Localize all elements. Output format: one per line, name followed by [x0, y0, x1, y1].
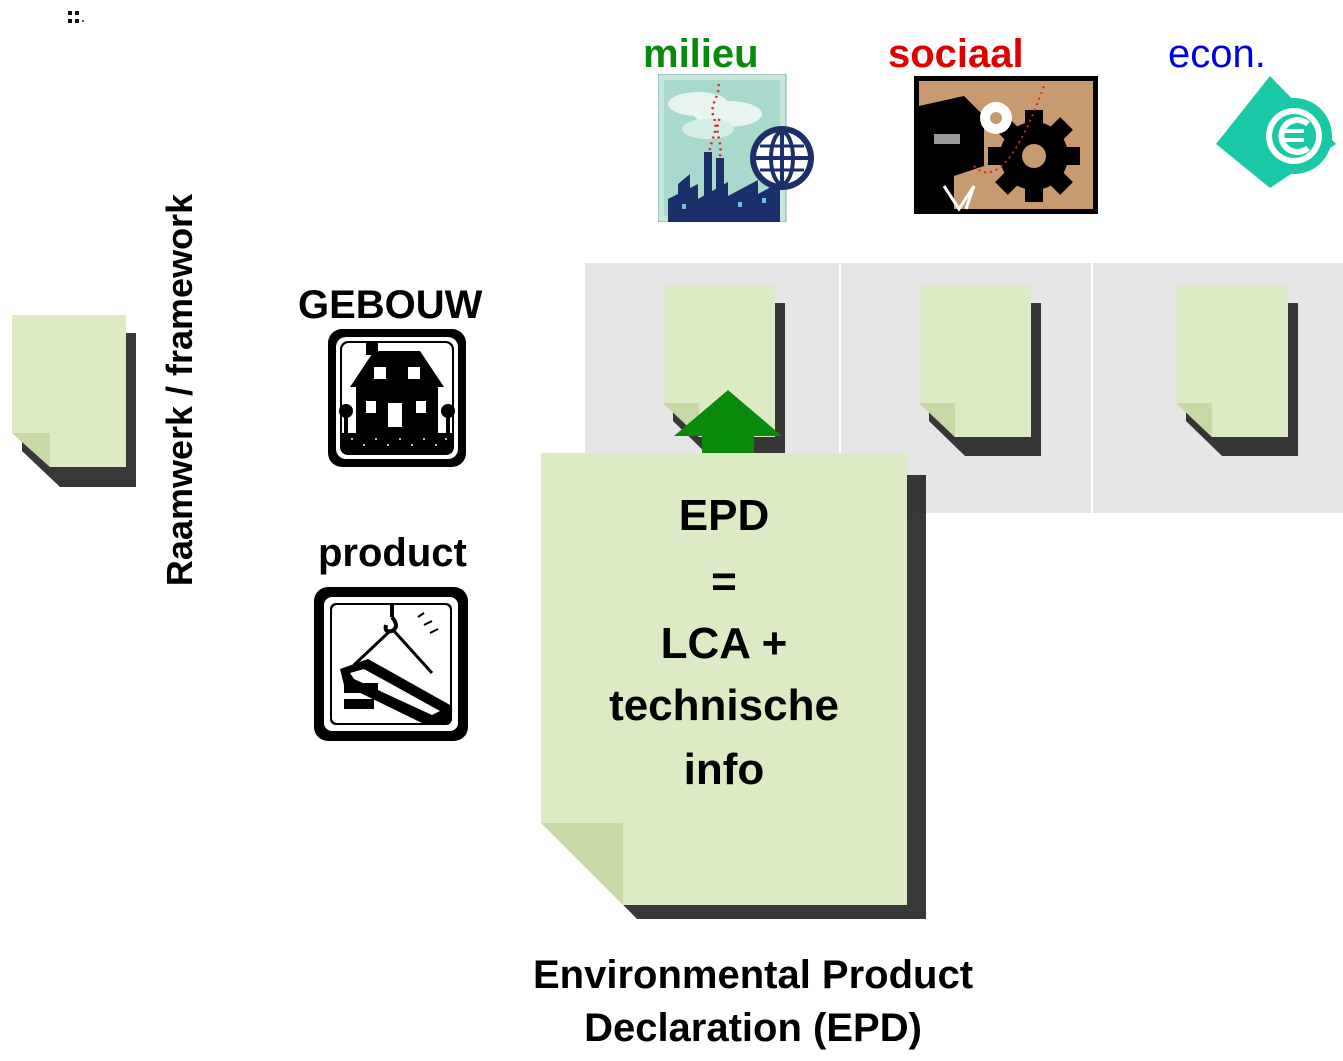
caption-line-2: Declaration (EPD)	[584, 1006, 922, 1050]
corner-mark-icon	[68, 10, 88, 26]
house-icon	[328, 329, 466, 467]
epd-line-2: =	[711, 557, 737, 606]
factory-globe-icon	[657, 73, 816, 223]
product-label: product	[318, 531, 467, 575]
caption-line-1: Environmental Product	[532, 953, 974, 997]
epd-note	[541, 453, 926, 919]
epd-line-3: LCA +	[660, 619, 788, 668]
epd-line-5: info	[683, 745, 765, 794]
header-milieu: milieu	[643, 32, 759, 76]
steel-beam-crane-icon	[314, 587, 468, 741]
person-gears-icon	[914, 76, 1098, 214]
framework-note	[12, 315, 146, 487]
header-econ: econ.	[1168, 32, 1266, 76]
building-label: GEBOUW	[298, 283, 483, 327]
framework-label: Raamwerk / framework	[159, 193, 200, 587]
epd-line-1: EPD	[678, 491, 770, 540]
epd-line-4: technische	[609, 681, 839, 730]
up-arrow-icon	[674, 390, 782, 460]
header-sociaal: sociaal	[888, 32, 1024, 76]
euro-icon	[1216, 76, 1336, 188]
matrix-note-econ	[1176, 285, 1304, 456]
matrix-note-sociaal	[919, 285, 1047, 456]
